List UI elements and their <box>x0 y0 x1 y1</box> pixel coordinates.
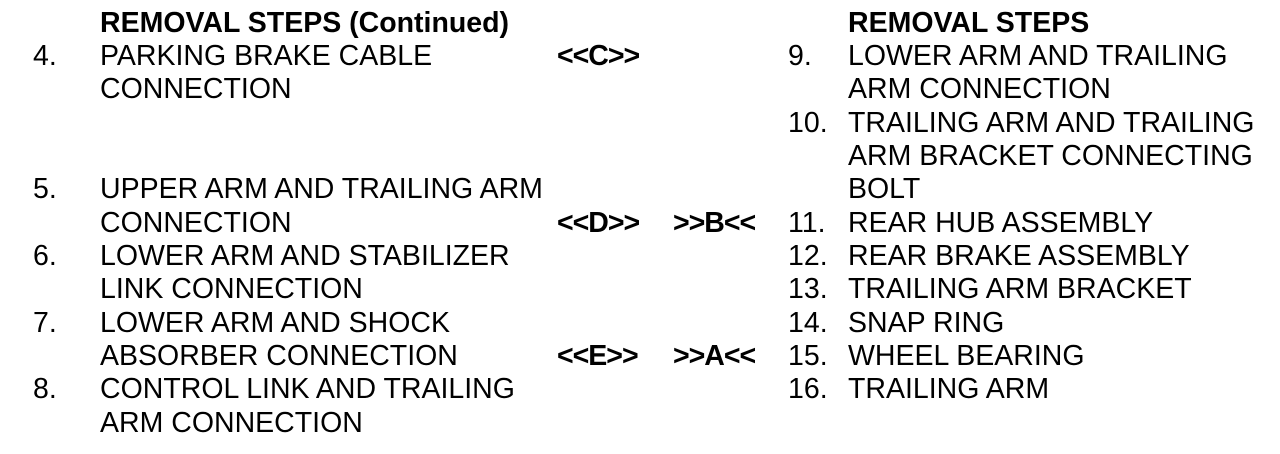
step-14-number: 14. <box>788 307 828 339</box>
step-5-number: 5. <box>33 173 57 205</box>
step-11-text-line-1: REAR HUB ASSEMBLY <box>848 207 1154 239</box>
marker-e: <<E>> <box>557 340 639 372</box>
step-14-text-line-1: SNAP RING <box>848 307 1005 339</box>
step-4-number: 4. <box>33 40 57 72</box>
step-9-text-line-2: ARM CONNECTION <box>848 73 1111 105</box>
step-16-number: 16. <box>788 373 828 405</box>
step-12-number: 12. <box>788 240 828 272</box>
step-12-text-line-1: REAR BRAKE ASSEMBLY <box>848 240 1190 272</box>
step-9-text-line-1: LOWER ARM AND TRAILING <box>848 40 1228 72</box>
step-8-number: 8. <box>33 373 57 405</box>
step-16-text-line-1: TRAILING ARM <box>848 373 1050 405</box>
step-6-text-line-1: LOWER ARM AND STABILIZER <box>100 240 510 272</box>
step-10-text-line-3: BOLT <box>848 173 921 205</box>
step-10-text-line-1: TRAILING ARM AND TRAILING <box>848 107 1255 139</box>
step-15-number: 15. <box>788 340 828 372</box>
step-10-number: 10. <box>788 107 828 139</box>
step-7-text-line-1: LOWER ARM AND SHOCK <box>100 307 450 339</box>
step-6-number: 6. <box>33 240 57 272</box>
step-8-text-line-2: ARM CONNECTION <box>100 407 363 439</box>
step-8-text-line-1: CONTROL LINK AND TRAILING <box>100 373 515 405</box>
left-column-header: REMOVAL STEPS (Continued) <box>100 7 510 39</box>
step-13-text-line-1: TRAILING ARM BRACKET <box>848 273 1192 305</box>
marker-c: <<C>> <box>557 40 640 72</box>
marker-b: >>B<< <box>673 207 756 239</box>
step-10-text-line-2: ARM BRACKET CONNECTING <box>848 140 1253 172</box>
step-5-text-line-2: CONNECTION <box>100 207 292 239</box>
right-column-header: REMOVAL STEPS <box>848 7 1090 39</box>
marker-a: >>A<< <box>673 340 756 372</box>
step-9-number: 9. <box>788 40 812 72</box>
step-4-text-line-1: PARKING BRAKE CABLE <box>100 40 433 72</box>
step-7-number: 7. <box>33 307 57 339</box>
step-7-text-line-2: ABSORBER CONNECTION <box>100 340 458 372</box>
marker-d: <<D>> <box>557 207 640 239</box>
step-15-text-line-1: WHEEL BEARING <box>848 340 1085 372</box>
step-13-number: 13. <box>788 273 828 305</box>
step-5-text-line-1: UPPER ARM AND TRAILING ARM <box>100 173 543 205</box>
step-11-number: 11. <box>788 207 826 239</box>
step-4-text-line-2: CONNECTION <box>100 73 292 105</box>
step-6-text-line-2: LINK CONNECTION <box>100 273 363 305</box>
